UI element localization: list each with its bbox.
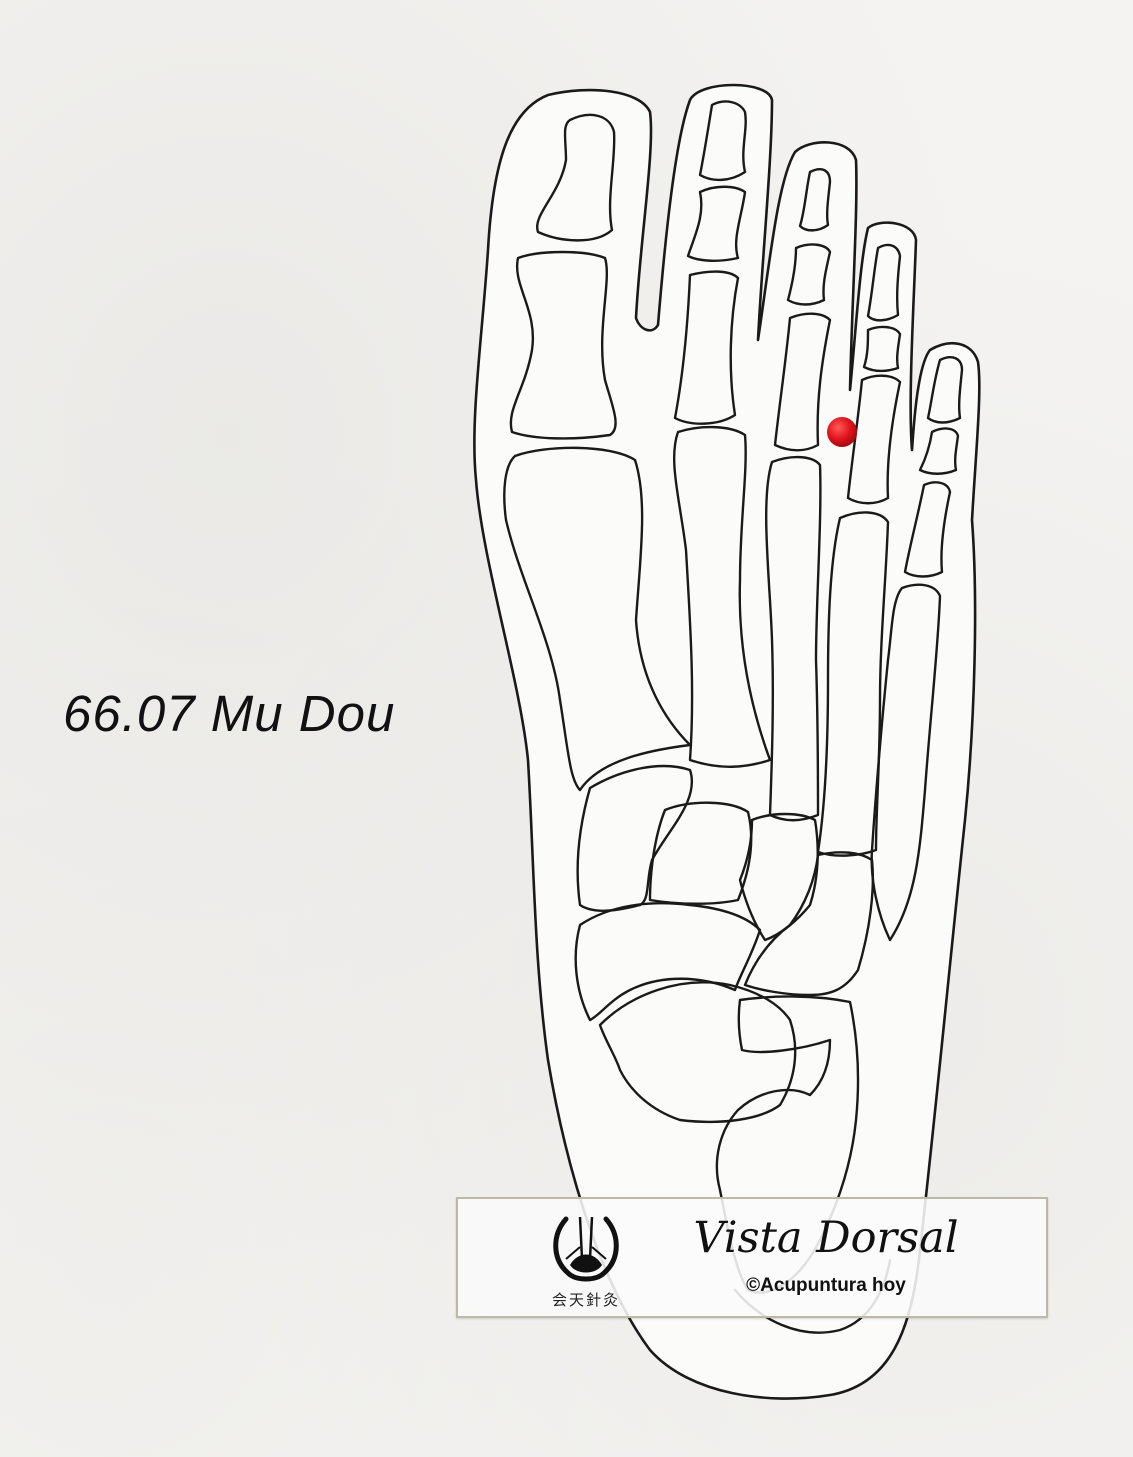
talus <box>598 981 797 1124</box>
toe4-distal-phalanx <box>866 243 902 322</box>
toe4-proximal-phalanx <box>846 374 902 505</box>
toe5-proximal-phalanx <box>903 481 952 578</box>
fifth-metatarsal <box>870 583 942 942</box>
third-metatarsal <box>764 455 822 822</box>
toe2-proximal-phalanx <box>673 270 740 425</box>
toe3-distal-phalanx <box>798 168 832 232</box>
acupoint-marker[interactable] <box>827 417 857 447</box>
fourth-metatarsal <box>816 511 890 857</box>
hallux-proximal-phalanx <box>509 250 617 440</box>
toe5-middle-phalanx <box>918 427 960 475</box>
view-title: Vista Dorsal <box>693 1213 959 1263</box>
copyright-notice: ©Acupuntura hoy <box>746 1275 906 1296</box>
logo-chinese-text: 会天針灸 <box>551 1291 621 1309</box>
toe4-middle-phalanx <box>862 325 902 373</box>
acupuncture-logo-icon <box>553 1216 619 1282</box>
first-metatarsal <box>503 446 692 792</box>
toe2-distal-phalanx <box>698 100 747 182</box>
foot-outline <box>473 83 981 1400</box>
cuboid <box>743 851 875 997</box>
acupoint-label: 66.07 Mu Dou <box>63 685 396 742</box>
clinic-logo: 会天針灸 <box>538 1211 634 1315</box>
lateral-cuneiform <box>738 812 819 942</box>
toe2-middle-phalanx <box>686 185 747 262</box>
toe3-middle-phalanx <box>786 243 832 306</box>
second-metatarsal <box>672 425 772 768</box>
navicular <box>574 902 762 1022</box>
toe5-distal-phalanx <box>926 356 964 424</box>
medial-cuneiform <box>576 764 693 912</box>
view-banner: 会天針灸 Vista Dorsal ©Acupuntura hoy <box>456 1197 1048 1318</box>
intermediate-cuneiform <box>648 801 753 905</box>
hallux-distal-phalanx <box>535 113 616 242</box>
toe3-proximal-phalanx <box>773 312 832 452</box>
